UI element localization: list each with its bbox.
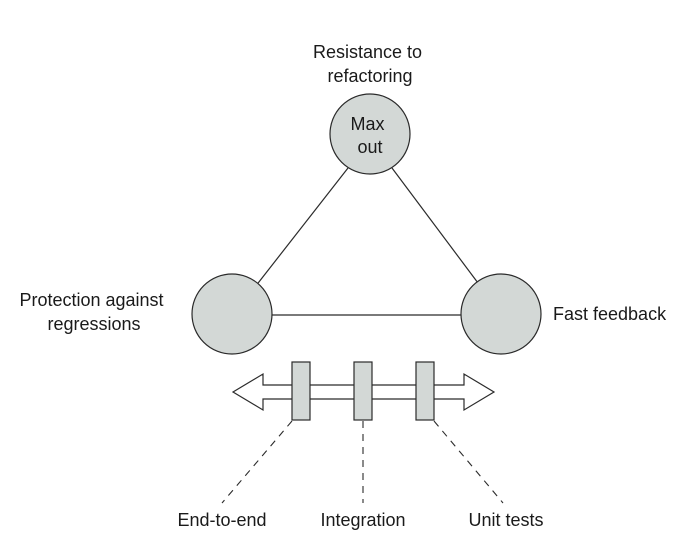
edge-top-right xyxy=(391,167,482,288)
edge-top-left xyxy=(254,167,349,288)
label-end-to-end: End-to-end xyxy=(177,510,266,530)
node-protection-against-regressions xyxy=(191,273,273,355)
top-node-inner-text: Max out xyxy=(350,114,389,157)
top-node-label-line-1: Resistance to xyxy=(313,42,422,62)
leader-end-to-end xyxy=(221,420,293,504)
left-node-label-line-2: regressions xyxy=(47,314,140,334)
top-node-label: Resistance to refactoring xyxy=(313,42,427,86)
label-integration: Integration xyxy=(320,510,405,530)
node-resistance-to-refactoring xyxy=(329,93,411,175)
left-node-label: Protection against regressions xyxy=(19,290,168,334)
top-node-inner-line-2: out xyxy=(357,137,382,157)
node-fast-feedback xyxy=(460,273,542,355)
marker-integration xyxy=(353,361,373,421)
marker-end-to-end xyxy=(291,361,311,421)
marker-unit-tests xyxy=(415,361,435,421)
label-unit-tests: Unit tests xyxy=(468,510,543,530)
right-node-label: Fast feedback xyxy=(553,304,667,324)
top-node-inner-line-1: Max xyxy=(350,114,384,134)
right-node-label-line-1: Fast feedback xyxy=(553,304,667,324)
top-node-label-line-2: refactoring xyxy=(327,66,412,86)
left-node-label-line-1: Protection against xyxy=(19,290,163,310)
leader-unit-tests xyxy=(433,420,504,504)
